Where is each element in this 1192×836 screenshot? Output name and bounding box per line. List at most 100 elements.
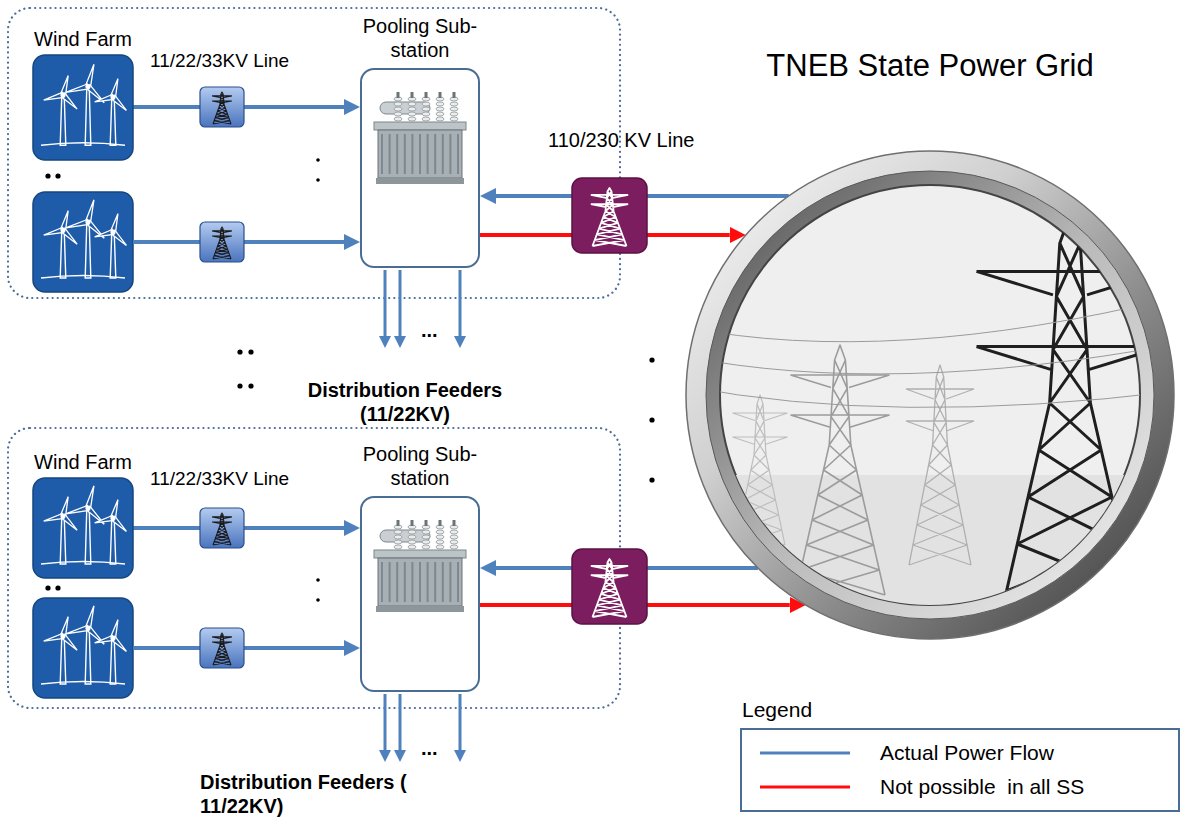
bushing-disc <box>408 107 416 111</box>
feeder-arrow <box>384 270 387 336</box>
bushing-cap <box>439 520 442 526</box>
turbine-hub <box>110 94 115 99</box>
turbine-hub <box>60 92 65 97</box>
ellipsis-dot <box>316 578 320 582</box>
bushing-disc <box>450 540 458 544</box>
transformer-base <box>376 178 464 184</box>
bushing-disc <box>394 535 402 539</box>
cooling-fin <box>389 562 391 602</box>
turbine-blade <box>44 513 64 521</box>
line-label: 11/22/33KV Line <box>150 468 340 491</box>
turbine-tower <box>85 222 91 278</box>
bushing-disc <box>450 530 458 534</box>
turbine-blade <box>111 636 126 651</box>
turbine-hub <box>60 227 65 232</box>
bushing-disc <box>450 117 458 121</box>
bushing-cap <box>411 520 414 526</box>
tank-cover <box>374 550 466 558</box>
feeder-label: Distribution Feeders (11/22KV) <box>290 378 520 426</box>
ellipsis-dot <box>55 173 60 178</box>
transformer-tank <box>378 130 462 178</box>
legend-sample <box>760 782 850 792</box>
bushing-disc <box>394 112 402 116</box>
bushing-disc <box>408 117 416 121</box>
bushing-cap <box>453 92 456 98</box>
bushing-disc <box>422 540 430 544</box>
node-illustration <box>33 478 133 578</box>
ellipsis-dot <box>55 585 60 590</box>
bushing-disc <box>422 535 430 539</box>
bushing-disc <box>394 530 402 534</box>
transmission-tower-icon <box>572 178 647 253</box>
ellipsis-dot <box>237 349 242 354</box>
feeder-arrow <box>399 270 402 336</box>
legend-text: Not possible in all SS <box>880 774 1084 799</box>
ellipsis: ... <box>421 318 451 342</box>
turbine-tower <box>85 628 91 684</box>
legend-text: Actual Power Flow <box>880 740 1054 765</box>
bushing-disc <box>436 530 444 534</box>
turbine-tower <box>60 636 66 684</box>
feeder-label: Distribution Feeders ( 11/22KV) <box>200 770 410 818</box>
ellipsis-dot <box>45 173 50 178</box>
turbine-blade <box>111 516 126 531</box>
bushing-disc <box>394 107 402 111</box>
pylon-symbol <box>906 365 974 565</box>
turbine-blade <box>66 625 89 633</box>
ellipsis-dot <box>45 585 50 590</box>
node-illustration <box>33 55 133 160</box>
cooling-fin <box>427 562 429 602</box>
ellipsis-dot <box>316 158 320 162</box>
line-tower-icon <box>200 508 244 548</box>
node-label: Wind Farm <box>3 27 163 51</box>
ellipsis: ... <box>421 736 451 760</box>
cooling-fin <box>442 562 444 602</box>
turbine-hub <box>110 229 115 234</box>
turbine-tower <box>110 232 116 278</box>
pylon-symbol <box>591 188 628 246</box>
wind-farm-icon <box>33 192 133 292</box>
ellipsis-dot <box>649 477 654 482</box>
pylon-symbol <box>212 92 232 124</box>
legend-box: Actual Power FlowNot possible in all SS <box>740 728 1180 812</box>
turbine-hub <box>60 633 65 638</box>
cooling-fin <box>419 134 421 174</box>
node-illustration <box>362 70 478 266</box>
bushing-disc <box>450 545 458 549</box>
ellipsis-dot <box>316 178 320 182</box>
cooling-fin <box>457 134 459 174</box>
turbine-tower <box>60 95 66 145</box>
cooling-fin <box>411 134 413 174</box>
bushing-disc <box>436 102 444 106</box>
bushing-disc <box>436 107 444 111</box>
bushing-disc <box>408 535 416 539</box>
bushing-disc <box>408 102 416 106</box>
cooling-fin <box>442 134 444 174</box>
turbine-hub <box>85 84 90 89</box>
turbine-tower <box>110 638 116 684</box>
bushing-disc <box>422 102 430 106</box>
cooling-fin <box>434 562 436 602</box>
cooling-fin <box>434 134 436 174</box>
bushing-disc <box>436 545 444 549</box>
cooling-fin <box>404 134 406 174</box>
turbine-blade <box>66 219 89 227</box>
cooling-fin <box>389 134 391 174</box>
turbine-tower <box>60 230 66 278</box>
cooling-fin <box>396 562 398 602</box>
turbine-tower <box>85 508 91 564</box>
cooling-fin <box>427 134 429 174</box>
bushing-disc <box>436 112 444 116</box>
feeder-arrow <box>399 694 402 750</box>
bushing-disc <box>436 535 444 539</box>
bushing-disc <box>394 540 402 544</box>
turbine-blade <box>44 92 64 100</box>
bushing-disc <box>450 112 458 116</box>
cooling-fin <box>404 562 406 602</box>
wind-farm-icon <box>33 478 133 578</box>
node-label: Pooling Sub- station <box>355 442 485 490</box>
bushing-disc <box>436 117 444 121</box>
line-tower-icon <box>200 87 244 127</box>
ground-line <box>41 562 125 565</box>
turbine-blade <box>61 634 77 650</box>
